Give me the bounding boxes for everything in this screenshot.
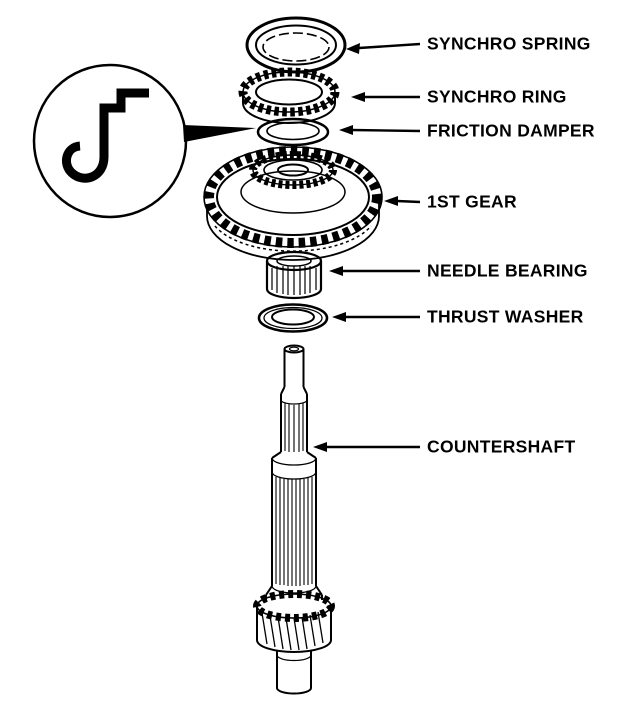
label-synchro-spring: SYNCHRO SPRING [427,33,591,54]
bottom-gear-teeth [261,611,324,651]
leader-needle-bearing [329,266,420,276]
needle-rollers [271,266,317,295]
label-synchro-ring: SYNCHRO RING [427,86,567,107]
part-first-gear [203,146,383,261]
part-needle-bearing [265,250,323,300]
leader-synchro-spring [346,42,421,54]
inset-pointer-wedge [183,125,256,142]
leader-arrows [313,42,421,452]
upper-splines [284,403,304,452]
leader-thrust-washer [332,312,420,322]
label-thrust-washer: THRUST WASHER [427,306,584,327]
leader-synchro-ring [351,92,420,102]
hook-detail-icon [61,88,149,183]
leader-first-gear [384,196,421,206]
part-synchro-ring [238,67,340,124]
leader-countershaft [313,442,420,452]
detail-inset [32,63,256,219]
leader-friction-damper [339,125,421,135]
label-countershaft: COUNTERSHAFT [427,436,576,457]
main-splines [275,477,313,586]
part-thrust-washer [257,303,329,333]
part-friction-damper [256,117,330,147]
label-friction-damper: FRICTION DAMPER [427,120,595,141]
label-needle-bearing: NEEDLE BEARING [427,260,588,281]
label-first-gear: 1ST GEAR [427,191,517,212]
part-synchro-spring [245,16,347,74]
inset-circle [32,63,188,219]
part-countershaft [253,344,335,695]
